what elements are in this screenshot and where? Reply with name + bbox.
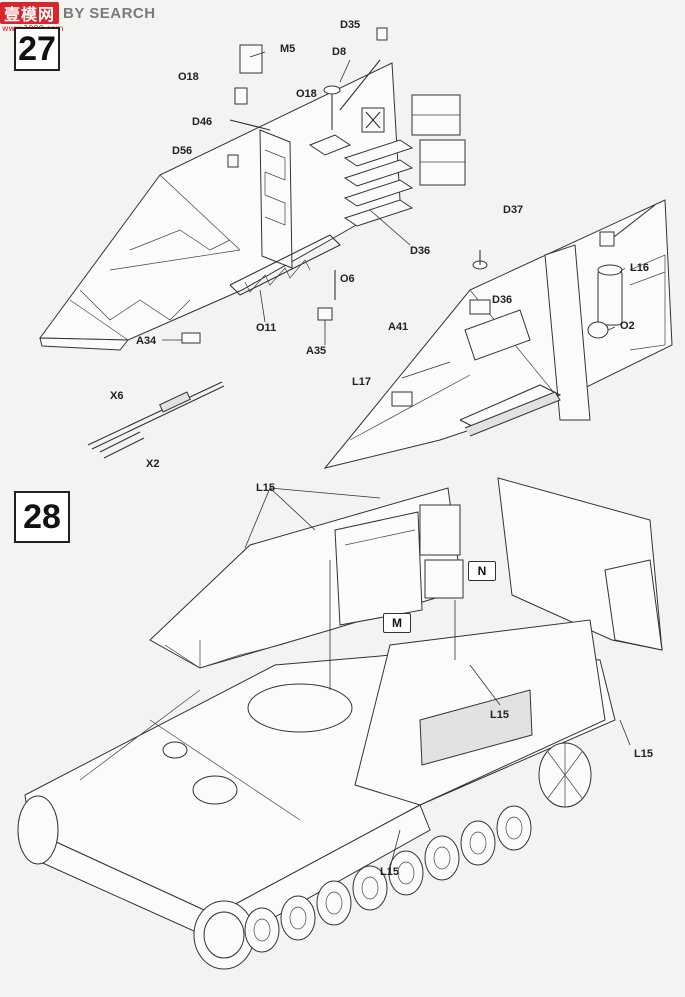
callout-o18-left: O18 xyxy=(178,71,199,83)
step-number-27: 27 xyxy=(14,27,60,71)
callout-o18-right: O18 xyxy=(296,88,317,100)
callout-l15-right: L15 xyxy=(634,748,653,760)
callout-l17: L17 xyxy=(352,376,371,388)
callout-o6: O6 xyxy=(340,273,355,285)
callout-d36-right: D36 xyxy=(492,294,513,306)
step28-running-gear xyxy=(17,742,592,970)
subassembly-tag-m: M xyxy=(383,613,411,633)
callout-l15-top: L15 xyxy=(256,482,275,494)
callout-a34: A34 xyxy=(136,335,157,347)
callout-l16: L16 xyxy=(630,262,649,274)
callout-l15-middle: L15 xyxy=(490,709,509,721)
watermark-logo: 壹模网 xyxy=(0,2,60,24)
callout-d35: D35 xyxy=(340,19,361,31)
callout-a41: A41 xyxy=(388,321,409,333)
callout-x2: X2 xyxy=(146,458,160,470)
subassembly-tag-n: N xyxy=(468,561,496,581)
site-watermark: 壹模网 BY SEARCH xyxy=(0,0,156,26)
callout-l15-bottom: L15 xyxy=(380,866,399,878)
callout-d46: D46 xyxy=(192,116,213,128)
callout-m5: M5 xyxy=(280,43,296,55)
callout-o11: O11 xyxy=(256,322,277,334)
step-number-28: 28 xyxy=(14,491,70,543)
assembly-guide-lines xyxy=(162,51,631,869)
watermark-text: BY SEARCH xyxy=(63,4,156,22)
callout-a35: A35 xyxy=(306,345,327,357)
step27-right-sponson xyxy=(323,199,673,469)
callout-d37: D37 xyxy=(503,204,524,216)
step27-left-sponson xyxy=(39,27,466,351)
callout-x6: X6 xyxy=(110,390,124,402)
callout-o2: O2 xyxy=(620,320,635,332)
mg-x6-part xyxy=(87,381,225,459)
callout-d8: D8 xyxy=(332,46,347,58)
callout-d56: D56 xyxy=(172,145,193,157)
step28-hull xyxy=(24,477,663,946)
callout-d36-left: D36 xyxy=(410,245,431,257)
